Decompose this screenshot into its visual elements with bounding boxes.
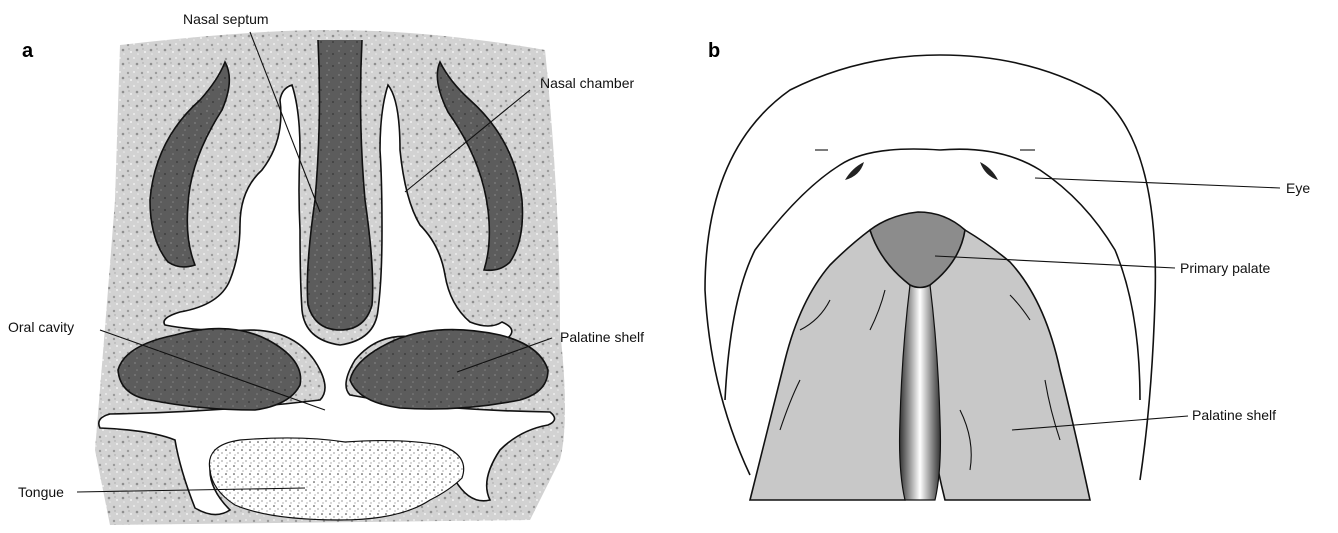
label-oral-cavity: Oral cavity: [8, 319, 74, 335]
left-palatine-shelf-b: [750, 230, 916, 500]
right-eye-shape: [980, 162, 998, 180]
label-palatine-shelf-b: Palatine shelf: [1192, 407, 1276, 423]
label-nasal-chamber: Nasal chamber: [540, 75, 634, 91]
right-palatine-shelf-b: [924, 230, 1090, 500]
panel-a-letter: a: [22, 40, 34, 62]
label-eye: Eye: [1286, 180, 1310, 196]
label-tongue: Tongue: [18, 484, 64, 500]
left-eye-shape: [845, 162, 864, 180]
leader-eye: [1035, 178, 1280, 188]
label-primary-palate: Primary palate: [1180, 260, 1270, 276]
label-palatine-shelf-a: Palatine shelf: [560, 329, 644, 345]
panel-b-letter: b: [708, 40, 720, 62]
panel-a: a Nasal septum Nasal chamber Oral cavity…: [8, 11, 644, 525]
panel-b: b Eye Primary palate Palatine shelf: [705, 40, 1310, 500]
label-nasal-septum: Nasal septum: [183, 11, 269, 27]
